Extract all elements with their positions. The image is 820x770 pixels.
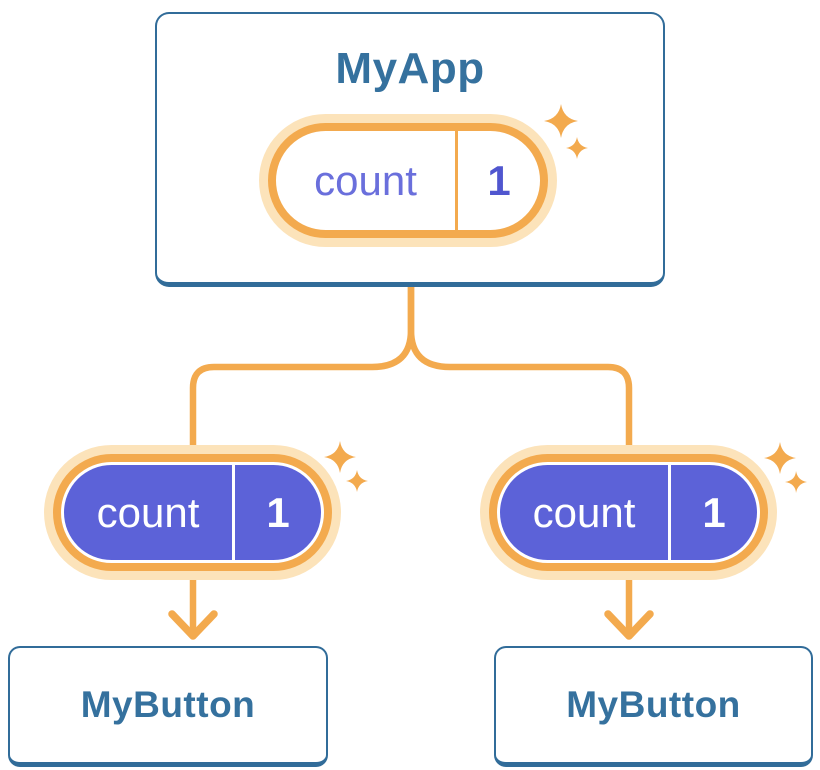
arrow-down-icon [604, 610, 654, 640]
state-value: 1 [266, 488, 290, 536]
state-pill-myapp: count 1 [268, 123, 548, 238]
sparkle-icon [785, 471, 807, 493]
component-node-mybutton-right: MyButton [494, 646, 813, 767]
state-label: count [314, 156, 417, 204]
sparkle-icon [346, 470, 368, 492]
branch-connector-right [407, 287, 633, 456]
state-pill-body: count 1 [500, 465, 757, 560]
component-title: MyButton [566, 684, 741, 725]
component-title: MyButton [80, 684, 256, 725]
state-pill-mybutton-left: count 1 [53, 454, 332, 571]
state-pill-mybutton-right: count 1 [489, 454, 768, 571]
state-pill-body: count 1 [64, 465, 321, 560]
sparkle-icon [764, 442, 796, 474]
arrow-down-icon [168, 610, 218, 640]
state-label: count [96, 488, 200, 536]
pill-divider [232, 465, 235, 560]
pill-divider [455, 131, 458, 230]
component-node-mybutton-left: MyButton [8, 646, 328, 767]
state-pill-body: count 1 [276, 131, 540, 230]
branch-connector-left [189, 287, 415, 456]
state-value: 1 [702, 488, 726, 536]
state-label: count [532, 488, 636, 536]
pill-divider [668, 465, 671, 560]
sparkle-icon [324, 441, 356, 473]
component-title: MyApp [335, 44, 485, 93]
state-value: 1 [487, 156, 511, 204]
